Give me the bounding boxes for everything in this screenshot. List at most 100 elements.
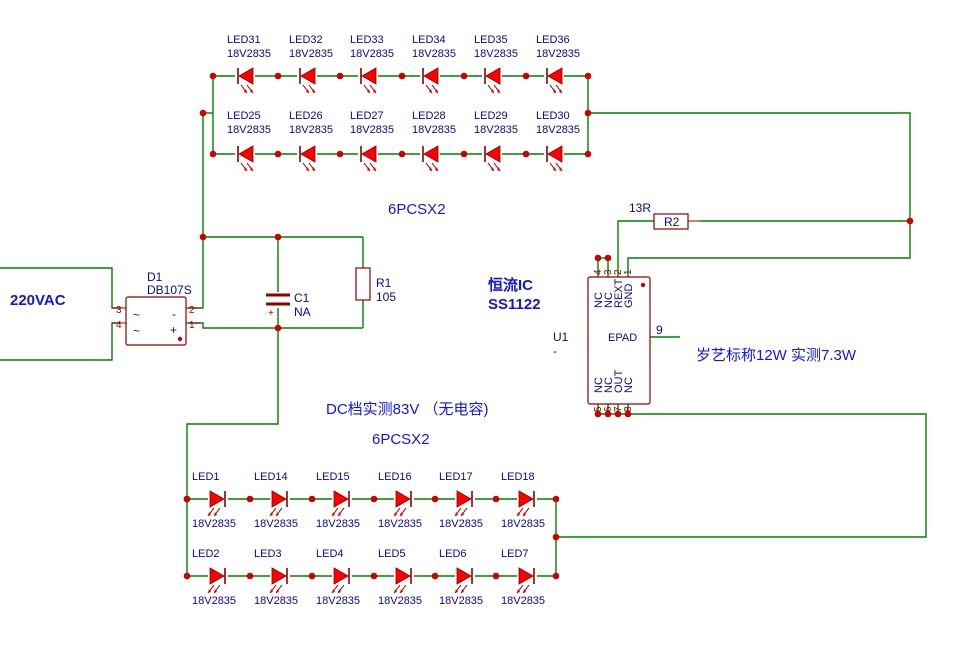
ic-pin-name: REXT [613, 278, 625, 308]
led-ref: LED7 [501, 548, 529, 560]
resistor-r2[interactable]: R2 13R [629, 201, 700, 230]
d1-part: DB107S [147, 283, 192, 297]
led-value: 18V2835 [289, 124, 333, 136]
led-value: 18V2835 [412, 124, 456, 136]
ic-bottom-pin: NC5 [593, 377, 605, 412]
led[interactable]: LED6 18V2835 [439, 548, 483, 607]
led-value: 18V2835 [192, 595, 236, 607]
ic-top-pin: 4NC [593, 269, 605, 308]
led-top-row1: LED3118V2835LED3218V2835LED3318V2835LED3… [213, 34, 588, 94]
led-value: 18V2835 [289, 48, 333, 60]
led-ref: LED1 [192, 471, 220, 483]
led-ref: LED3 [254, 548, 282, 560]
led[interactable]: LED30 18V2835 [536, 110, 580, 172]
c1-ref: C1 [294, 291, 310, 305]
ic-top-pin: 3NC [603, 269, 615, 308]
led[interactable]: LED4 18V2835 [316, 548, 360, 607]
d1-pos: + [170, 323, 177, 337]
ic-pin-number: 3 [603, 269, 614, 275]
led-value: 18V2835 [254, 518, 298, 530]
ic-pin-name: NC [603, 377, 615, 393]
led-bot-row2: LED2 18V2835 LED3 18V2835 LED4 18V2835 LED518V… [187, 548, 556, 607]
r1-ref: R1 [376, 276, 392, 290]
d1-neg: - [172, 307, 176, 321]
led-ref: LED36 [536, 34, 570, 46]
led-ref: LED27 [350, 110, 384, 122]
led[interactable]: LED1 18V2835 [192, 471, 236, 530]
led-value: 18V2835 [227, 124, 271, 136]
ic-part: SS1122 [488, 296, 541, 313]
led-value: 18V2835 [536, 124, 580, 136]
d1-pin3: 3 [116, 305, 122, 316]
led[interactable]: LED25 18V2835 [227, 110, 271, 172]
led[interactable]: LED2 18V2835 [192, 548, 236, 607]
dc-measure-note: DC档实测83V （无电容) [326, 401, 489, 418]
led-value: 18V2835 [501, 595, 545, 607]
led-value: 18V2835 [192, 518, 236, 530]
d1-ac1: ~ [133, 308, 140, 322]
led-value: 18V2835 [474, 48, 518, 60]
led-value: 18V2835 [316, 595, 360, 607]
resistor-r1[interactable]: R1 105 [355, 267, 396, 304]
led-ref: LED33 [350, 34, 384, 46]
bridge-rectifier-d1[interactable]: D1 DB107S 3 4 2 1 ~ ~ - + [112, 270, 200, 346]
ic-epad-name: EPAD [608, 332, 637, 344]
capacitor-c1[interactable]: + C1 NA [266, 291, 311, 319]
led[interactable]: LED14 18V2835 [254, 471, 298, 530]
d1-pin4: 4 [116, 320, 122, 331]
led-value: 18V2835 [254, 595, 298, 607]
led[interactable]: LED7 18V2835 [501, 548, 545, 607]
led[interactable]: LED15 18V2835 [316, 471, 360, 530]
led[interactable]: LED35 18V2835 [474, 34, 518, 94]
led-ref: LED18 [501, 471, 535, 483]
led-ref: LED4 [316, 548, 344, 560]
led-ref: LED34 [412, 34, 446, 46]
power-note: 岁艺标称12W 实测7.3W [696, 347, 857, 364]
led-ref: LED2 [192, 548, 220, 560]
led[interactable]: LED36 18V2835 [536, 34, 580, 94]
led-ref: LED15 [316, 471, 350, 483]
d1-ref: D1 [147, 270, 163, 284]
r2-value: 13R [629, 201, 651, 215]
led-ref: LED25 [227, 110, 261, 122]
led-ref: LED6 [439, 548, 467, 560]
ic-epad-num: 9 [656, 323, 663, 337]
d1-pin1: 1 [189, 320, 195, 331]
ic-pin-number: 7 [613, 406, 624, 412]
junction-dots [183, 72, 914, 580]
led[interactable]: LED3 18V2835 [254, 548, 298, 607]
led-ref: LED32 [289, 34, 323, 46]
led-ref: LED26 [289, 110, 323, 122]
bottom-group-note: 6PCSX2 [372, 431, 430, 448]
led-ref: LED31 [227, 34, 261, 46]
led-ref: LED14 [254, 471, 288, 483]
led-value: 18V2835 [316, 518, 360, 530]
led-value: 18V2835 [439, 595, 483, 607]
ic-pin-number: 1 [623, 269, 634, 275]
ic-pin-name: NC [603, 292, 615, 308]
led-ref: LED35 [474, 34, 508, 46]
led[interactable]: LED26 18V2835 [289, 110, 333, 172]
ic-ref: U1 [553, 330, 569, 344]
led-value: 18V2835 [536, 48, 580, 60]
led[interactable]: LED32 18V2835 [289, 34, 333, 94]
led-ref: LED29 [474, 110, 508, 122]
led-ref: LED30 [536, 110, 570, 122]
ic-bottom-pin: NC6 [603, 377, 615, 412]
